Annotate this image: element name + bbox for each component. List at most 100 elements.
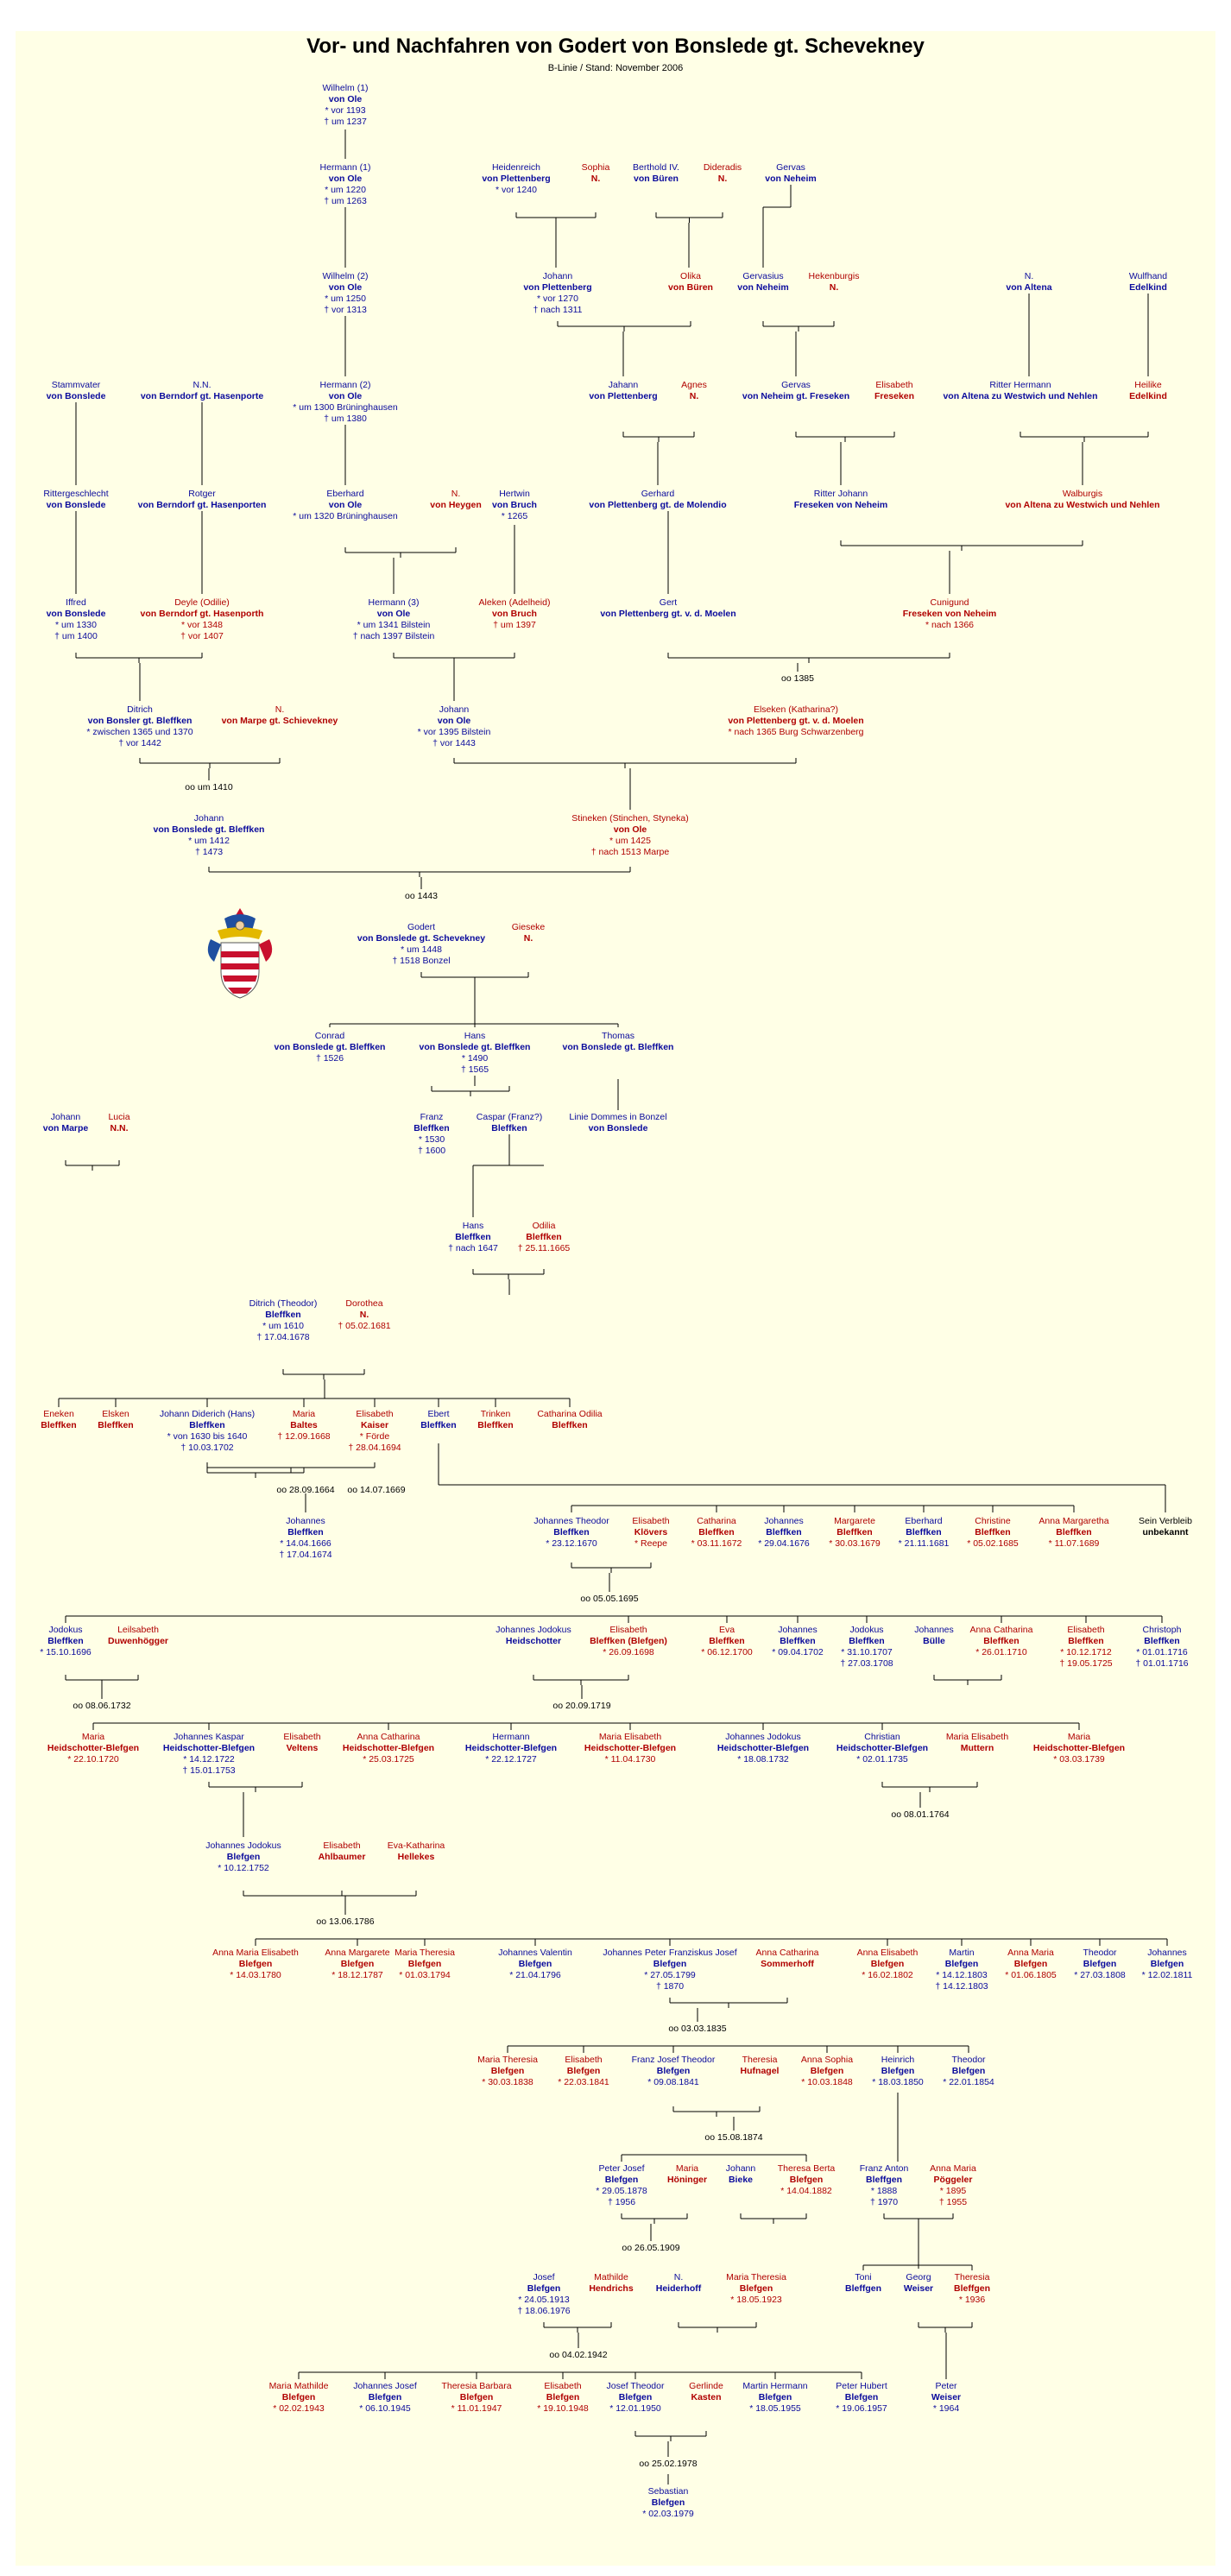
life-date: † um 1380 bbox=[324, 414, 367, 424]
given-name: Walburgis bbox=[1062, 489, 1103, 499]
person-n_heygen: N.von Heygen bbox=[430, 489, 482, 511]
surname: Bleffken bbox=[41, 1420, 77, 1430]
given-name: Anna Elisabeth bbox=[856, 1948, 919, 1958]
surname: Blefgen bbox=[1013, 1959, 1048, 1969]
given-name: Leilsabeth bbox=[117, 1625, 159, 1635]
given-name: Rotger bbox=[188, 489, 216, 499]
given-name: Anna Margarete bbox=[325, 1948, 390, 1958]
given-name: Hekenburgis bbox=[808, 271, 860, 281]
life-date: * 1895 bbox=[939, 2186, 967, 2196]
surname: N. bbox=[829, 282, 839, 293]
given-name: Anna Sophia bbox=[800, 2055, 854, 2065]
given-name: Linie Dommes in Bonzel bbox=[569, 1112, 667, 1122]
given-name: Anna Margaretha bbox=[1038, 1516, 1109, 1526]
given-name: Maria bbox=[292, 1409, 316, 1419]
surname: von Büren bbox=[634, 174, 679, 184]
given-name: Johann bbox=[542, 271, 573, 281]
life-date: † 1870 bbox=[655, 1981, 685, 1992]
given-name: N. bbox=[1024, 271, 1034, 281]
surname: Bleffken bbox=[477, 1420, 514, 1430]
surname: Blefgen bbox=[758, 2392, 792, 2402]
surname: von Ole bbox=[437, 716, 471, 726]
life-date: * 10.12.1752 bbox=[218, 1863, 269, 1873]
given-name: Theresia bbox=[742, 2055, 778, 2065]
life-date: * 09.04.1702 bbox=[772, 1647, 824, 1657]
surname: Bleffgen bbox=[954, 2283, 990, 2294]
given-name: Georg bbox=[906, 2272, 931, 2282]
given-name: Elisabeth bbox=[323, 1840, 361, 1851]
life-date: * 01.03.1794 bbox=[399, 1970, 451, 1980]
life-date: * 30.03.1679 bbox=[829, 1538, 881, 1549]
surname: Veltens bbox=[286, 1743, 319, 1753]
surname: Bleffken bbox=[1068, 1636, 1104, 1646]
surname: von Büren bbox=[668, 282, 713, 293]
surname: Duwenhögger bbox=[108, 1636, 168, 1646]
life-date: * 22.12.1727 bbox=[485, 1754, 537, 1765]
life-date: * 21.04.1796 bbox=[509, 1970, 561, 1980]
surname: Blefgen bbox=[566, 2066, 601, 2076]
surname: Bleffken bbox=[287, 1527, 324, 1537]
given-name: Eva-Katharina bbox=[387, 1840, 445, 1851]
given-name: Catharina bbox=[697, 1516, 736, 1526]
life-date: * 15.10.1696 bbox=[40, 1647, 92, 1657]
surname: Baltes bbox=[290, 1420, 318, 1430]
life-date: * 10.03.1848 bbox=[801, 2077, 853, 2087]
surname: N. bbox=[523, 933, 533, 944]
life-date: † nach 1647 bbox=[448, 1243, 498, 1253]
surname: Edelkind bbox=[1129, 282, 1167, 293]
given-name: Elisabeth bbox=[632, 1516, 670, 1526]
given-name: Anna Maria bbox=[1007, 1948, 1054, 1958]
given-name: N. bbox=[673, 2272, 684, 2282]
surname: Sommerhoff bbox=[761, 1959, 814, 1969]
given-name: Johannes Valentin bbox=[498, 1948, 572, 1958]
surname: N. bbox=[689, 391, 699, 401]
marriage-date: oo 25.02.1978 bbox=[639, 2459, 698, 2469]
surname: von Marpe gt. Schievekney bbox=[221, 716, 338, 726]
given-name: N. bbox=[275, 704, 285, 715]
surname: Blefgen bbox=[844, 2392, 879, 2402]
life-date: * 18.03.1850 bbox=[872, 2077, 924, 2087]
life-date: * Förde bbox=[359, 1431, 390, 1442]
life-date: * 16.02.1802 bbox=[862, 1970, 913, 1980]
given-name: Deyle (Odilie) bbox=[174, 597, 230, 608]
life-date: * um 1220 bbox=[325, 185, 366, 195]
surname: von Bonslede bbox=[588, 1123, 648, 1133]
given-name: Ditrich bbox=[127, 704, 153, 715]
given-name: Maria Theresia bbox=[477, 2055, 538, 2065]
life-date: † 28.04.1694 bbox=[348, 1443, 401, 1453]
life-date: † vor 1407 bbox=[180, 631, 224, 641]
life-date: * 22.03.1841 bbox=[558, 2077, 609, 2087]
surname: Bleffken bbox=[975, 1527, 1011, 1537]
surname: Bleffken bbox=[1056, 1527, 1092, 1537]
life-date: † 17.04.1674 bbox=[279, 1550, 332, 1560]
surname: Weiser bbox=[903, 2283, 934, 2294]
life-date: * um 1330 bbox=[55, 620, 97, 630]
life-date: * 14.04.1666 bbox=[280, 1538, 331, 1549]
given-name: Hertwin bbox=[499, 489, 530, 499]
given-name: Gervasius bbox=[742, 271, 784, 281]
surname: von Plettenberg gt. de Molendio bbox=[589, 500, 727, 510]
given-name: Elisabeth bbox=[609, 1625, 647, 1635]
given-name: Berthold IV. bbox=[633, 162, 679, 173]
given-name: Johann bbox=[50, 1112, 81, 1122]
